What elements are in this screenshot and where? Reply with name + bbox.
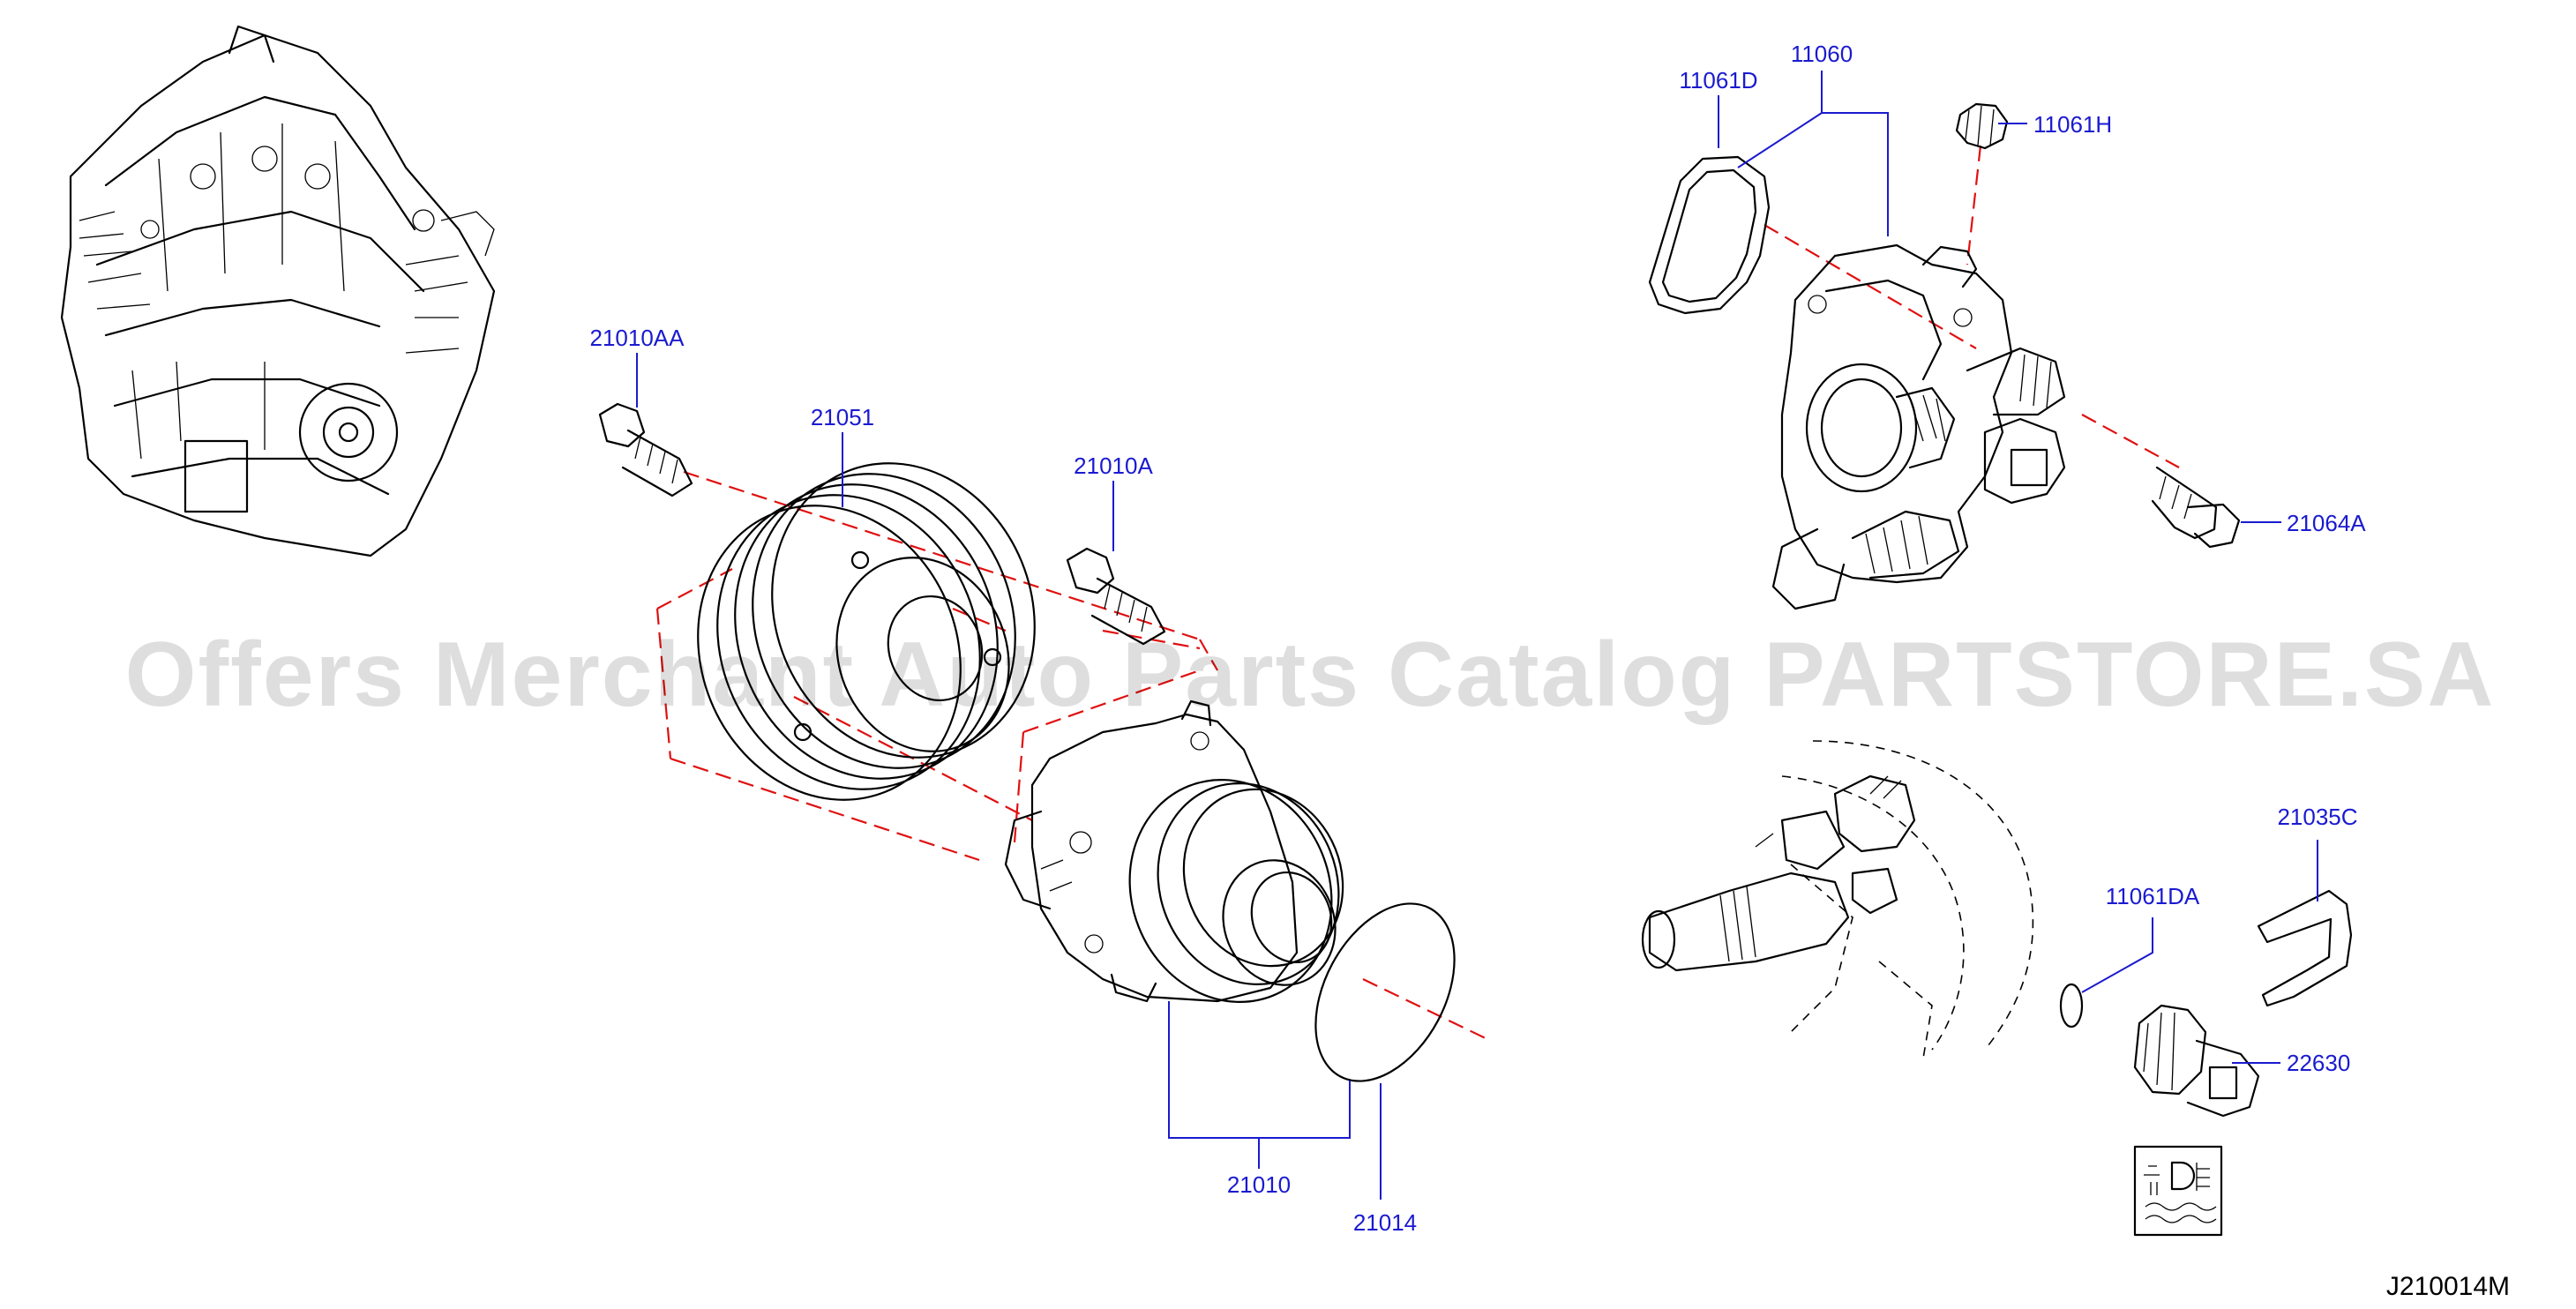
label-21064a[interactable]: 21064A <box>2287 510 2366 536</box>
housing-outline-dashed <box>1781 740 2034 1059</box>
water-pump-21010[interactable] <box>1004 699 1369 1033</box>
label-11061d[interactable]: 11061D <box>1679 67 1757 94</box>
gasket-21014[interactable] <box>1287 880 1482 1105</box>
label-11061h[interactable]: 11061H <box>2033 111 2112 138</box>
label-21010aa[interactable]: 21010AA <box>590 325 685 351</box>
label-22630[interactable]: 22630 <box>2287 1050 2350 1076</box>
bolt-21064a[interactable] <box>2151 466 2241 549</box>
coolant-symbol-icon <box>2133 1145 2223 1237</box>
engine-assembly-icon[interactable] <box>60 25 496 557</box>
bolt-21010a[interactable] <box>1066 547 1166 646</box>
label-21051[interactable]: 21051 <box>811 404 874 430</box>
o-ring-11061da[interactable] <box>2059 983 2084 1028</box>
label-11061da[interactable]: 11061DA <box>2106 883 2200 909</box>
label-11060[interactable]: 11060 <box>1791 41 1853 67</box>
label-21010[interactable]: 21010 <box>1227 1171 1291 1198</box>
label-21010a[interactable]: 21010A <box>1074 453 1153 479</box>
gasket-11061d[interactable] <box>1648 155 1771 315</box>
clip-21035c[interactable] <box>2257 889 2353 1007</box>
diagram-code: J210014M <box>2386 1272 2510 1301</box>
label-21035c[interactable]: 21035C <box>2277 804 2357 830</box>
bleeder-cap-11061h[interactable] <box>1955 102 2009 150</box>
thermostat-housing-11060[interactable] <box>1771 243 2066 610</box>
label-21014[interactable]: 21014 <box>1353 1209 1417 1236</box>
pulley-21051[interactable] <box>655 423 1078 840</box>
coolant-pipe-assembly[interactable] <box>1641 774 1916 972</box>
watermark-text: Offers Merchant Auto Parts Catalog PARTS… <box>125 624 2496 726</box>
bolt-21010aa[interactable] <box>598 402 693 497</box>
temperature-sensor-22630[interactable] <box>2133 1004 2260 1118</box>
